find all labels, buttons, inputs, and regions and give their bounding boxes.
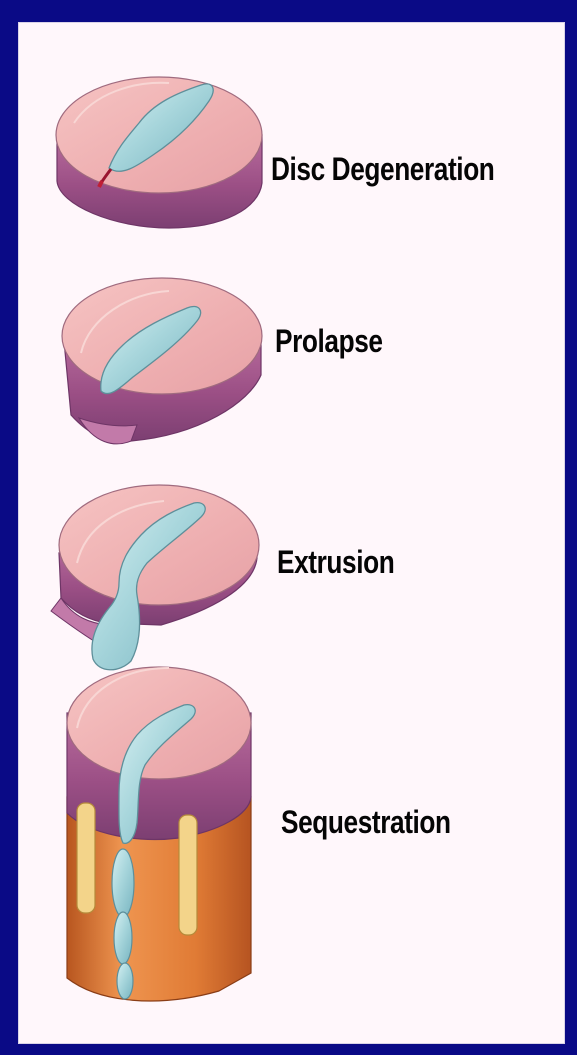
- prolapsed-disc-illustration: [62, 278, 262, 444]
- extrusion-label: Extrusion: [277, 544, 394, 581]
- degenerated-disc-illustration: [56, 77, 262, 228]
- content-panel: Disc Degeneration Prolapse Extrusion Seq…: [18, 22, 565, 1044]
- sequestration-label: Sequestration: [281, 804, 451, 841]
- disc-degeneration-label: Disc Degeneration: [271, 151, 494, 188]
- sequestered-disc-illustration: [67, 667, 251, 1001]
- disc-herniation-diagram: Disc Degeneration Prolapse Extrusion Seq…: [19, 23, 564, 1043]
- extruded-disc-illustration: [51, 485, 259, 670]
- prolapse-label: Prolapse: [275, 323, 383, 360]
